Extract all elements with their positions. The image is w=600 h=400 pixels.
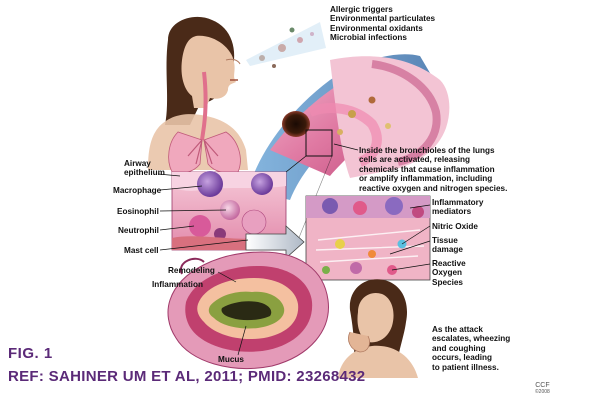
label-neutrophil: Neutrophil bbox=[118, 226, 159, 235]
label-reactive-oxygen-species: Reactive Oxygen Species bbox=[432, 259, 466, 287]
label-airway-epithelium: Airway epithelium bbox=[124, 159, 165, 178]
label-eosinophil: Eosinophil bbox=[117, 207, 159, 216]
ccf-year: ©2008 bbox=[535, 389, 550, 396]
figure-reference: REF: SAHINER UM ET AL, 2011; PMID: 23268… bbox=[8, 368, 365, 385]
label-macrophage: Macrophage bbox=[113, 186, 161, 195]
ccf-mark: CCF bbox=[535, 382, 550, 389]
label-remodeling: Remodeling bbox=[168, 266, 215, 275]
label-inflammation: Inflammation bbox=[152, 280, 203, 289]
figure-number: FIG. 1 bbox=[8, 345, 53, 362]
bronchiole-activation-note: Inside the bronchioles of the lungs cell… bbox=[359, 146, 507, 193]
ccf-credit: CCF ©2008 bbox=[535, 382, 550, 396]
environmental-triggers-list: Allergic triggers Environmental particul… bbox=[330, 5, 435, 43]
attack-escalation-note: As the attack escalates, wheezing and co… bbox=[432, 325, 510, 372]
label-mast-cell: Mast cell bbox=[124, 246, 159, 255]
coughing-patient-illustration bbox=[338, 279, 418, 378]
label-mucus: Mucus bbox=[218, 355, 244, 364]
label-tissue-damage: Tissue damage bbox=[432, 236, 463, 255]
label-nitric-oxide: Nitric Oxide bbox=[432, 222, 478, 231]
label-inflammatory-mediators: Inflammatory mediators bbox=[432, 198, 483, 217]
